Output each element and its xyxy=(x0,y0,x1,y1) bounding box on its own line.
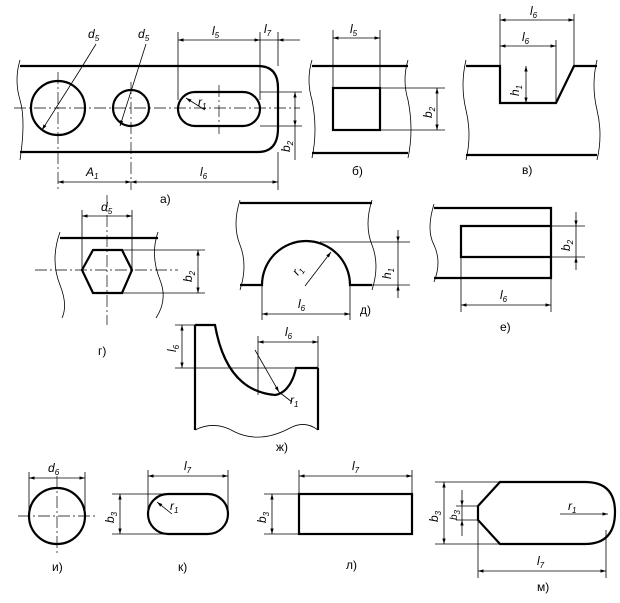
figure-k: l7 b3 r1 к) xyxy=(103,459,230,574)
curve-profile-zh xyxy=(195,323,318,397)
break-right-b xyxy=(404,59,412,159)
d5-leader-1b xyxy=(79,43,97,71)
break-left-d xyxy=(235,199,245,291)
label-l6-e: l6 xyxy=(500,288,508,304)
label-b3-outer-m: b3 xyxy=(427,510,443,522)
d5-leader-2 xyxy=(119,43,147,127)
label-l7-a: l7 xyxy=(264,22,272,38)
figure-v: l6 l6 h1 в) xyxy=(462,4,601,177)
rect-hole-l xyxy=(297,492,414,536)
label-l5-b: l5 xyxy=(350,22,358,38)
figure-i: d6 и) xyxy=(18,461,96,574)
figure-d: r1 h1 l6 д) xyxy=(235,199,410,320)
figure-l: l7 b3 л) xyxy=(255,459,414,572)
break-left-v xyxy=(462,59,470,161)
r1-leader-a xyxy=(185,97,206,111)
break-left-b xyxy=(308,59,316,159)
figure-b: l5 b2 б) xyxy=(308,22,445,178)
r1-leader-k xyxy=(156,501,173,515)
label-h1-v: h1 xyxy=(508,85,524,96)
label-l6-d: l6 xyxy=(298,297,306,313)
label-l6-top-zh: l6 xyxy=(285,325,293,341)
d5-leader-1 xyxy=(41,69,81,131)
label-l7-k: l7 xyxy=(184,459,192,475)
label-b3-inner-m: b3 xyxy=(449,509,462,520)
r1-leader-zh xyxy=(254,349,280,393)
label-l6-left-zh: l6 xyxy=(165,344,181,352)
label-r1-a: r1 xyxy=(198,95,206,111)
label-l6-outer-v: l6 xyxy=(530,4,538,20)
caption-l: л) xyxy=(346,558,357,572)
arc-cut-d xyxy=(240,239,372,287)
break-left-g xyxy=(54,231,65,319)
caption-b: б) xyxy=(352,164,363,178)
r1-leader-zh-tail xyxy=(278,391,293,403)
label-d5-g: d5 xyxy=(101,200,113,216)
caption-d: д) xyxy=(360,303,371,317)
slot-e xyxy=(459,224,551,259)
break-right-d xyxy=(367,199,377,291)
caption-k: к) xyxy=(178,560,187,574)
caption-g: г) xyxy=(98,344,106,358)
label-b2-b: b2 xyxy=(421,106,437,118)
figure-e: b2 l6 е) xyxy=(429,203,585,334)
notch-top-v xyxy=(466,64,597,105)
label-r1-m: r1 xyxy=(568,499,576,515)
figure-g: d5 b2 г) xyxy=(35,195,205,358)
label-l6-inner-v: l6 xyxy=(522,30,530,46)
label-d5-left: d5 xyxy=(88,27,100,43)
caption-i: и) xyxy=(52,560,63,574)
label-b3-k: b3 xyxy=(103,511,119,523)
label-b2-g: b2 xyxy=(181,270,197,282)
figure-a: d5 d5 r1 l5 l7 b2 A1 l6 а) xyxy=(14,22,302,206)
caption-a: а) xyxy=(160,192,171,206)
plate-outline-e xyxy=(434,206,553,280)
caption-zh: ж) xyxy=(276,440,288,454)
label-l7-l: l7 xyxy=(352,459,360,475)
oblong-hole-k xyxy=(146,492,230,536)
rect-hole-b xyxy=(331,86,382,132)
label-A1: A1 xyxy=(85,165,98,181)
key-shape-m xyxy=(476,480,617,546)
label-l6-a: l6 xyxy=(200,165,208,181)
label-b2-e: b2 xyxy=(559,239,575,251)
label-r1-d: r1 xyxy=(289,263,307,279)
caption-v: в) xyxy=(522,163,532,177)
break-line-a xyxy=(16,59,24,161)
label-l5-a: l5 xyxy=(212,24,220,40)
figure-zh: l6 l6 r1 ж) xyxy=(165,323,320,454)
figure-m: b3 b3 r1 l7 м) xyxy=(427,480,617,594)
break-right-g xyxy=(154,231,164,319)
label-r1-k: r1 xyxy=(170,499,178,515)
caption-e: е) xyxy=(500,320,511,334)
label-l7-m: l7 xyxy=(537,554,545,570)
label-d5-right: d5 xyxy=(138,27,150,43)
label-h1-d: h1 xyxy=(380,268,396,279)
break-left-e xyxy=(429,203,439,283)
r1-leader-d xyxy=(304,251,332,287)
break-bottom-zh xyxy=(194,424,319,438)
label-d6-i: d6 xyxy=(48,461,60,477)
label-b2-a: b2 xyxy=(279,140,295,152)
label-r1-zh: r1 xyxy=(290,393,298,409)
label-b3-l: b3 xyxy=(255,511,271,523)
break-right-v xyxy=(593,59,601,161)
caption-m: м) xyxy=(537,580,549,594)
